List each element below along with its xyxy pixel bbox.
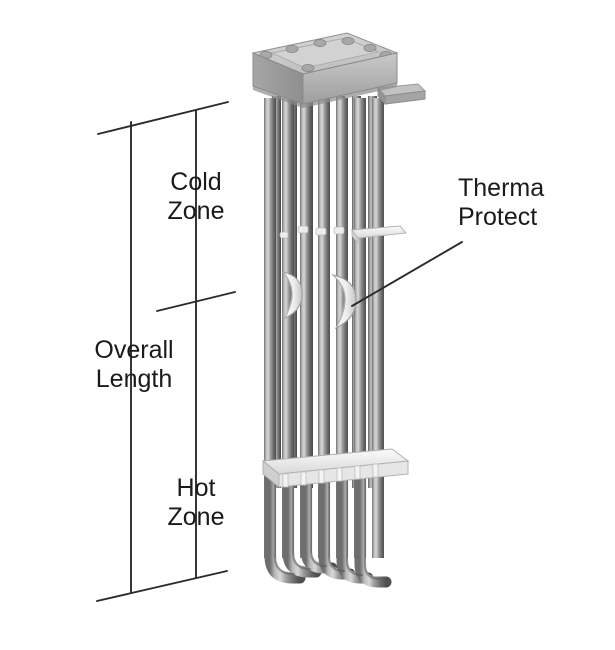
tube-spacer-tab — [351, 225, 408, 245]
tube-collar-marks — [279, 225, 345, 239]
heating-element-tubes — [264, 98, 384, 558]
u-bend-tube-return-shadow — [273, 468, 382, 581]
terminal-enclosure-box — [251, 32, 399, 108]
overall-length-label: Overall Length — [94, 336, 174, 393]
cold-zone-label: Cold Zone — [167, 168, 225, 225]
tube-support-bracket — [261, 448, 410, 489]
thermal-protection-clamp-left — [281, 271, 303, 320]
hot-zone-label: Hot Zone — [167, 474, 225, 531]
thermal-protection-label: Therma Protect — [458, 174, 545, 231]
u-bend-tube-return — [264, 464, 392, 588]
